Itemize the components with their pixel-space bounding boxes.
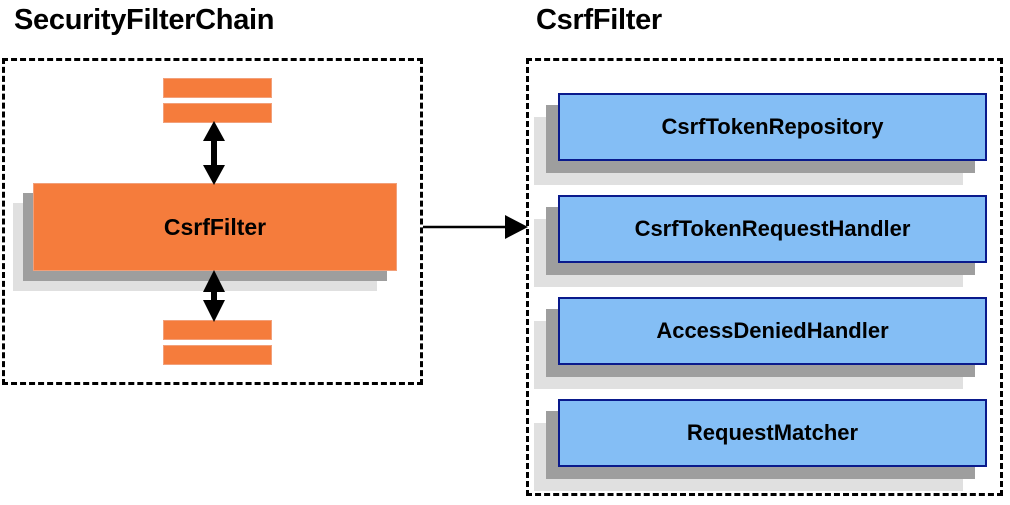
csrf-filter-collaborators-container (526, 58, 1003, 496)
left-panel-title: SecurityFilterChain (14, 4, 275, 36)
filter-stub-above-2 (163, 103, 272, 123)
filter-stub-below-1 (163, 320, 272, 340)
filter-stub-above-1 (163, 78, 272, 98)
csrf-filter-node[interactable]: CsrfFilter (33, 183, 397, 271)
arrow-expansion (423, 215, 528, 239)
right-panel-title: CsrfFilter (536, 4, 662, 36)
collaborator-access-denied-handler[interactable]: AccessDeniedHandler (558, 297, 987, 365)
security-filter-chain-container (2, 58, 423, 385)
filter-stub-below-2 (163, 345, 272, 365)
collaborator-request-matcher[interactable]: RequestMatcher (558, 399, 987, 467)
collaborator-csrf-token-repository[interactable]: CsrfTokenRepository (558, 93, 987, 161)
collaborator-csrf-token-request-handler[interactable]: CsrfTokenRequestHandler (558, 195, 987, 263)
